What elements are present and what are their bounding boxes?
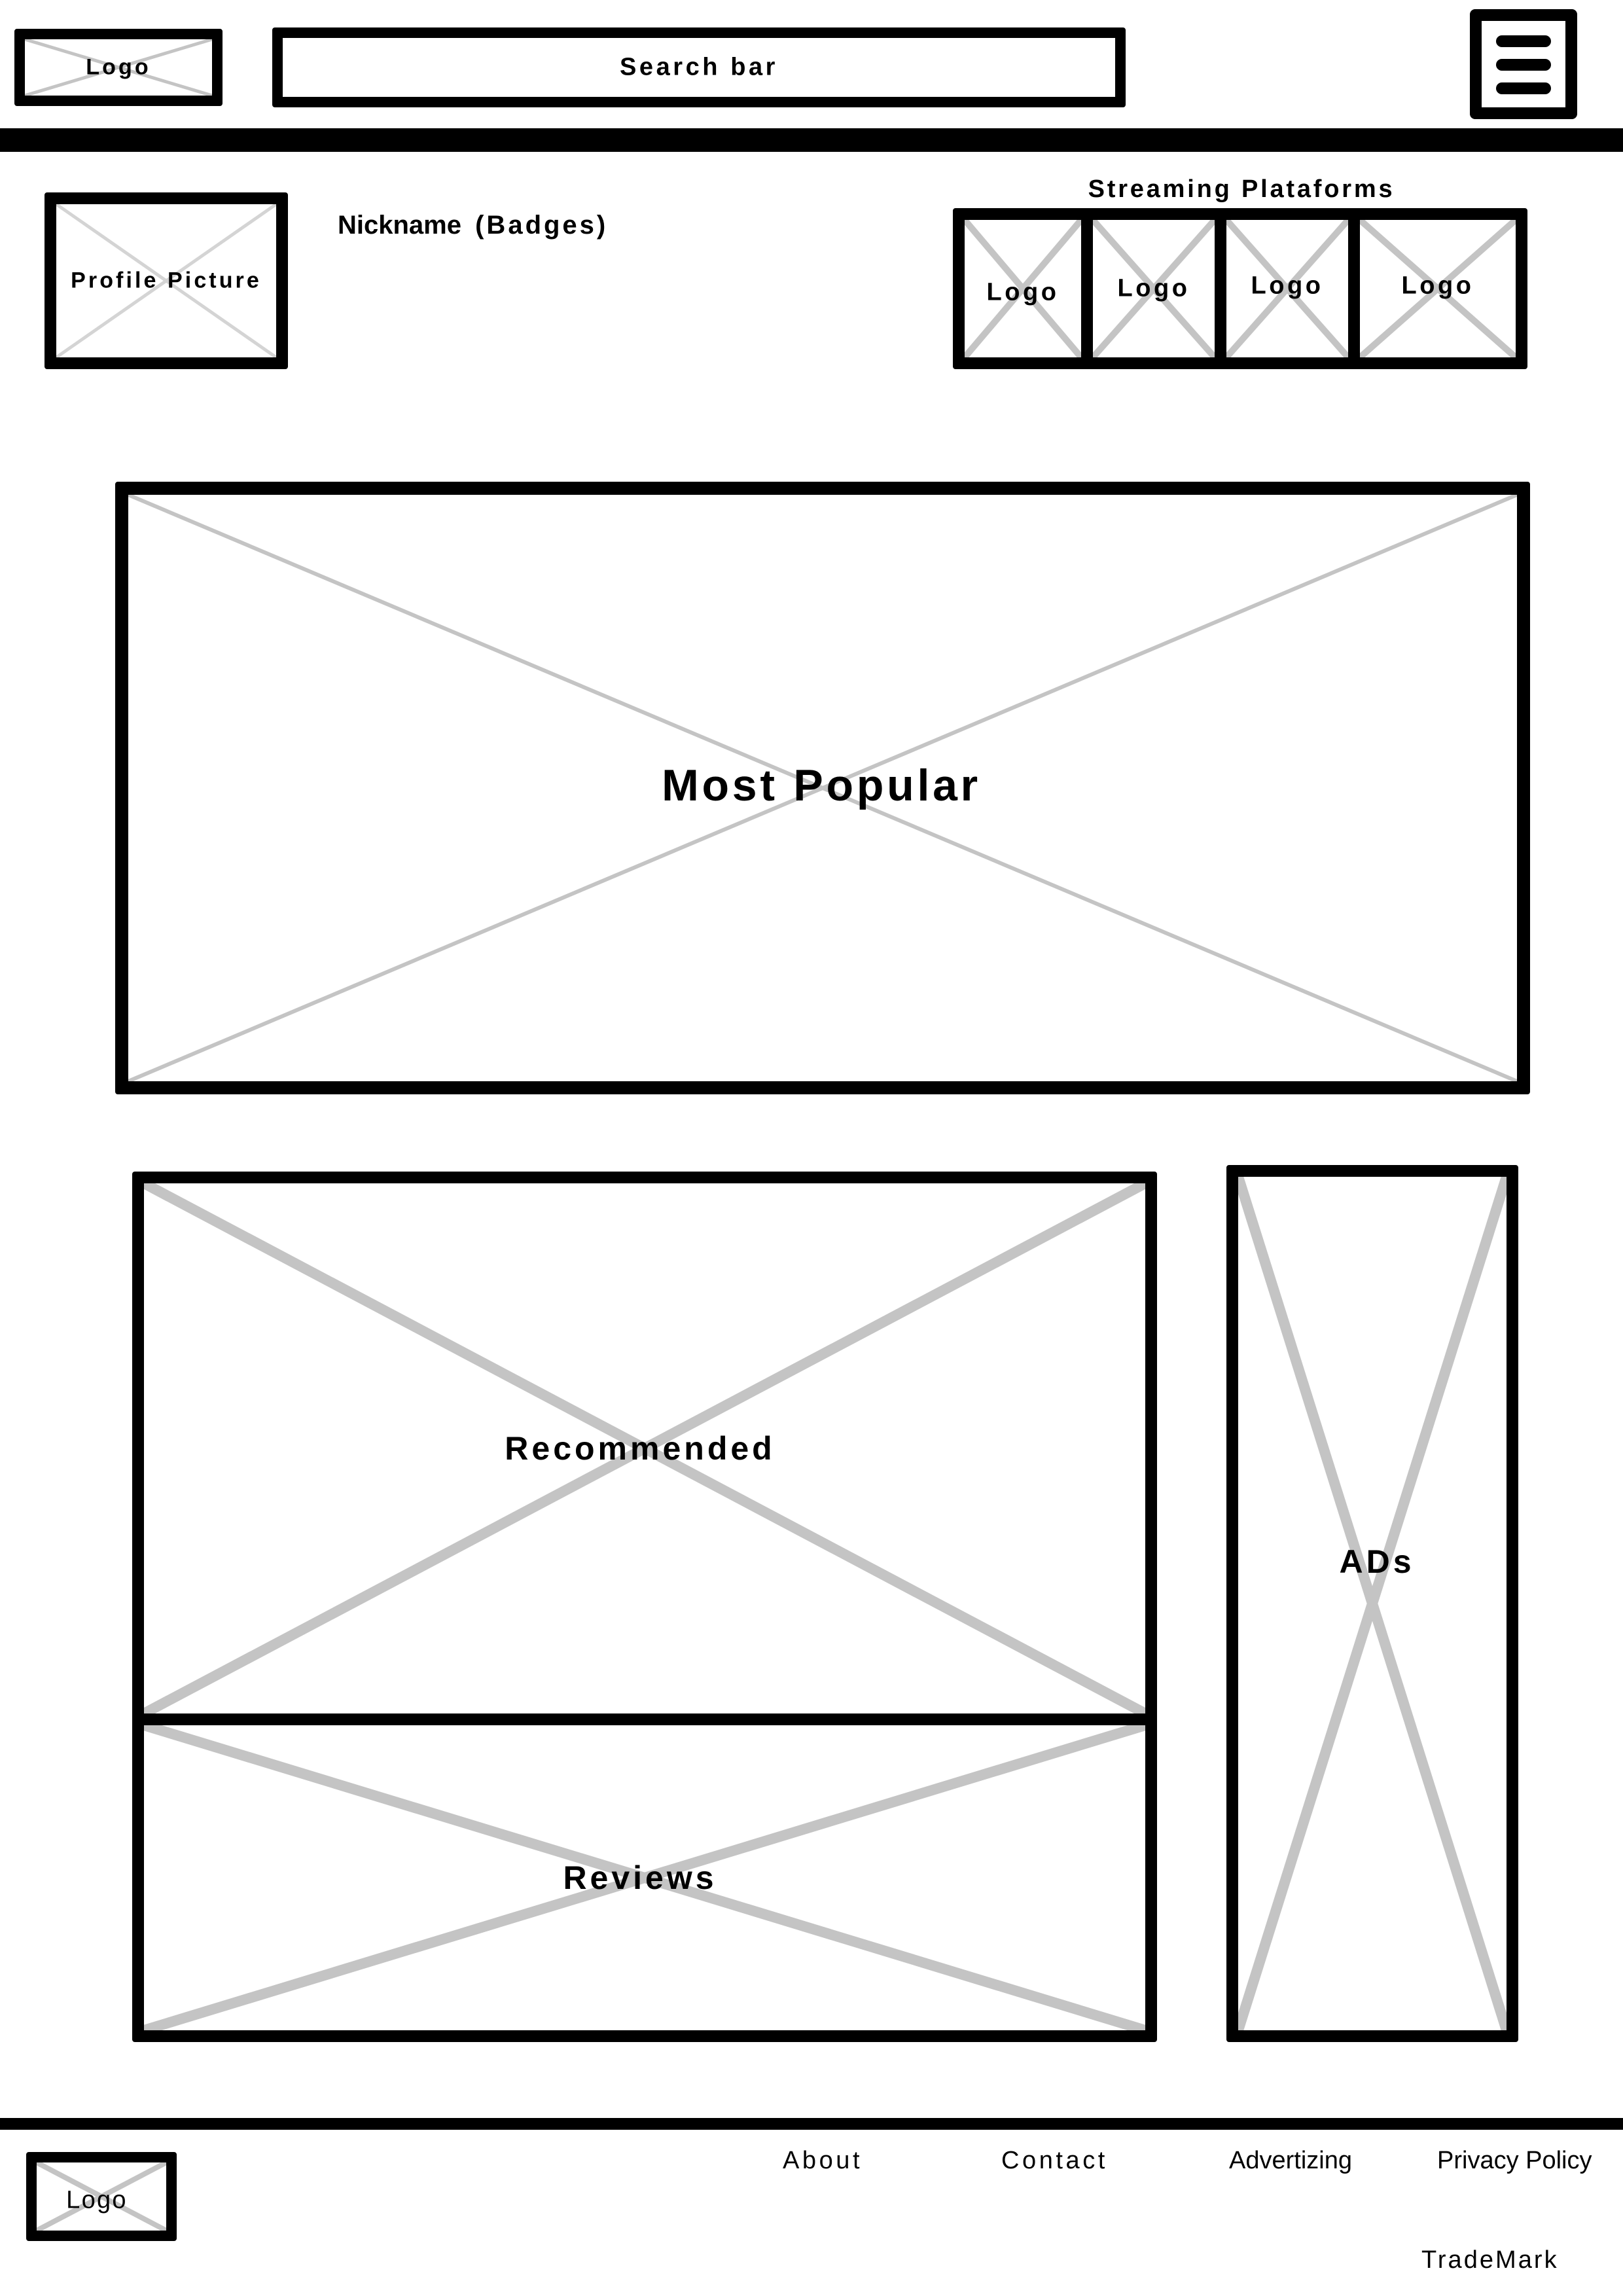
streaming-platforms-title: Streaming Plataforms [1088,175,1395,203]
header-logo[interactable]: Logo [14,29,223,106]
footer-link-privacy-policy[interactable]: Privacy Policy [1437,2147,1592,2174]
placeholder-cross-icon [1226,220,1348,357]
placeholder-cross-icon [144,1183,1145,1713]
placeholder-cross-icon [1093,220,1215,357]
profile-nickname[interactable]: Nickname [338,211,461,240]
most-popular-label: Most Popular [662,761,981,810]
reviews-label: Reviews [563,1859,717,1896]
reviews-panel[interactable]: Reviews [132,1713,1157,2042]
footer-link-about[interactable]: About [783,2147,863,2174]
streaming-logo-label: Logo [1117,274,1190,302]
search-bar[interactable]: Search bar [272,27,1126,107]
recommended-label: Recommended [505,1430,776,1467]
header-logo-label: Logo [86,54,151,80]
placeholder-cross-icon [965,220,1081,357]
footer-trademark: TradeMark [1421,2246,1559,2274]
footer-logo[interactable]: Logo [26,2152,177,2241]
streaming-logo-2[interactable]: Logo [1081,208,1226,369]
placeholder-cross-icon [1360,220,1516,357]
profile-badges[interactable]: (Badges) [475,211,609,240]
hamburger-menu-button[interactable] [1470,9,1577,119]
streaming-platforms-strip: Logo Logo Logo Logo [953,208,1527,369]
placeholder-cross-icon [37,2162,166,2231]
placeholder-cross-icon [1238,1177,1507,2030]
ads-panel[interactable]: ADs [1226,1165,1518,2042]
streaming-logo-label: Logo [1251,272,1324,300]
placeholder-cross-icon [56,204,276,357]
ads-label: ADs [1339,1543,1415,1580]
footer-link-contact[interactable]: Contact [1001,2147,1108,2174]
most-popular-panel[interactable]: Most Popular [115,482,1530,1094]
profile-picture-label: Profile Picture [71,268,262,293]
recommended-panel[interactable]: Recommended [132,1172,1157,1725]
streaming-logo-1[interactable]: Logo [953,208,1093,369]
footer-link-advertizing[interactable]: Advertizing [1229,2147,1352,2174]
header-divider [0,128,1623,152]
streaming-logo-4[interactable]: Logo [1348,208,1527,369]
search-bar-label: Search bar [619,53,779,81]
profile-picture[interactable]: Profile Picture [45,192,288,369]
placeholder-cross-icon [25,39,212,96]
streaming-logo-3[interactable]: Logo [1215,208,1360,369]
placeholder-cross-icon [128,495,1517,1081]
footer-divider [0,2118,1623,2130]
streaming-logo-label: Logo [1401,272,1474,300]
footer-logo-label: Logo [66,2186,128,2214]
profile-nickname-line: Nickname (Badges) [338,211,608,240]
placeholder-cross-icon [144,1725,1145,2030]
streaming-logo-label: Logo [986,278,1060,306]
